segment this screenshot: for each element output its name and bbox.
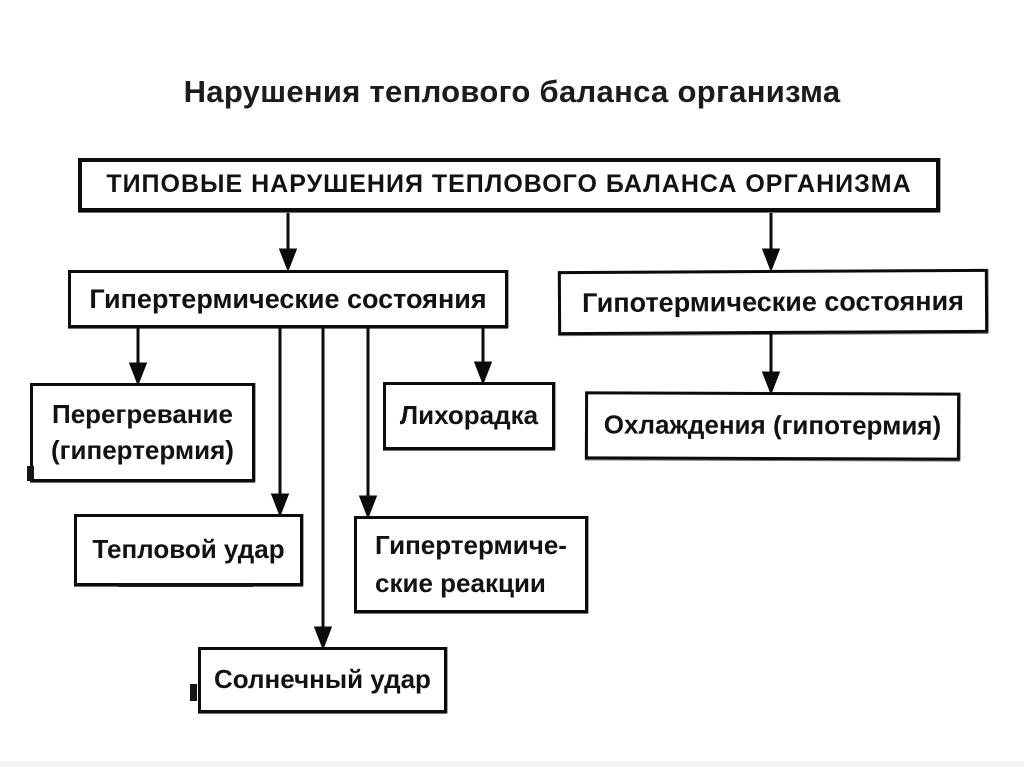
node-hypothermic-states: Гипотермические состояния	[557, 268, 989, 336]
node-cooling-hypothermia: Охлаждения (гипотермия)	[584, 391, 961, 461]
arrow-hyperthermic-to-fever	[473, 328, 493, 386]
scan-artifact	[118, 583, 253, 587]
arrow-root-to-hyperthermic	[278, 213, 298, 273]
arrow-hyperthermic-to-sunstroke	[313, 328, 333, 651]
slide-bottom-edge	[0, 761, 1024, 767]
scan-artifact	[27, 466, 34, 481]
arrow-hyperthermic-to-heatstroke	[270, 328, 290, 518]
arrow-hyperthermic-to-overheating	[128, 328, 148, 387]
node-hyperthermic-reactions: Гипертермиче- ские реакции	[354, 516, 588, 613]
node-heat-stroke: Тепловой удар	[74, 514, 303, 586]
page-title: Нарушения теплового баланса организма	[183, 74, 841, 109]
arrow-hypothermic-to-cooling	[761, 334, 781, 396]
node-sun-stroke: Солнечный удар	[198, 647, 447, 713]
scan-artifact	[190, 684, 197, 701]
node-overheating-hyperthermia: Перегревание (гипертермия)	[30, 383, 255, 482]
node-typical-heat-balance-disorders: ТИПОВЫЕ НАРУШЕНИЯ ТЕПЛОВОГО БАЛАНСА ОРГА…	[78, 158, 940, 212]
node-hyperthermic-states: Гипертермические состояния	[68, 270, 508, 328]
arrow-root-to-hypothermic	[761, 213, 781, 273]
arrow-hyperthermic-to-reactions	[358, 328, 378, 520]
node-fever: Лихорадка	[383, 382, 555, 450]
